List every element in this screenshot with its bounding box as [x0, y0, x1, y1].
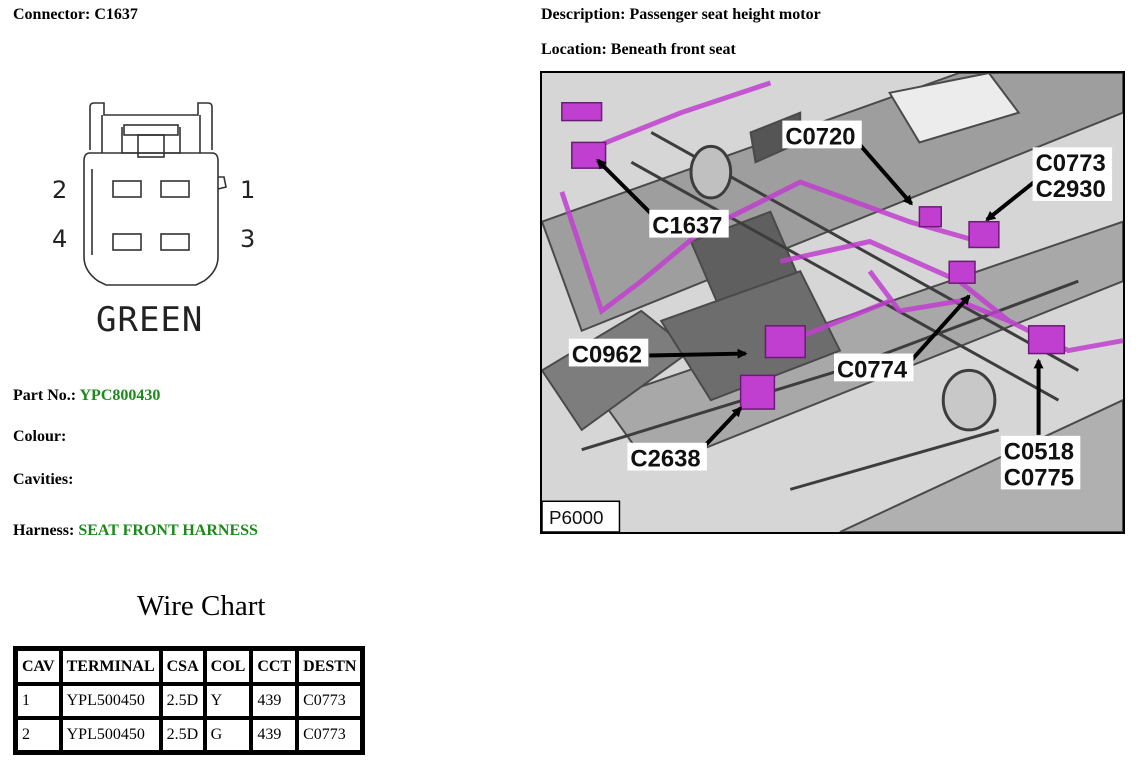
connector-label: Connector:	[13, 6, 91, 23]
header-csa: CSA	[160, 649, 205, 684]
header-destn: DESTN	[297, 649, 363, 684]
connector-value: C1637	[94, 6, 138, 23]
part-no-label: Part No.:	[13, 387, 77, 404]
colour-field: Colour:	[13, 428, 66, 446]
location-value: Beneath front seat	[610, 41, 736, 58]
colour-label: Colour:	[13, 428, 67, 445]
cell-destn: C0773	[297, 684, 363, 718]
callout-c1637: C1637	[652, 213, 722, 240]
part-no-value: YPC800430	[79, 387, 161, 404]
cell-cav: 1	[16, 684, 61, 718]
cavities-label: Cavities:	[13, 471, 74, 488]
seat-frame-drawing: C0720 C0773 C2930 C1637 C0962 C0774 C263…	[542, 73, 1123, 532]
location-label: Location:	[541, 41, 607, 58]
description-label: Description:	[541, 6, 626, 23]
callout-c0775: C0775	[1004, 464, 1074, 491]
harness-label: Harness:	[13, 522, 75, 539]
wire-chart-table: CAV TERMINAL CSA COL CCT DESTN 1 YPL5004…	[13, 646, 366, 755]
wire-chart-header-row: CAV TERMINAL CSA COL CCT DESTN	[16, 649, 363, 684]
description-value: Passenger seat height motor	[629, 6, 821, 23]
description-field: Description: Passenger seat height motor	[541, 6, 821, 24]
cell-csa: 2.5D	[160, 718, 205, 752]
cell-csa: 2.5D	[160, 684, 205, 718]
table-row: 1 YPL500450 2.5D Y 439 C0773	[16, 684, 363, 718]
callout-c0518: C0518	[1004, 439, 1074, 466]
cell-col: Y	[204, 684, 252, 718]
figure-id: P6000	[549, 507, 604, 528]
wire-chart-title: Wire Chart	[137, 590, 266, 622]
callout-c0720: C0720	[785, 123, 855, 150]
pin-4-label: 4	[52, 225, 67, 253]
cell-terminal: YPL500450	[60, 684, 161, 718]
pin-1-label: 1	[240, 176, 255, 204]
header-cct: CCT	[251, 649, 298, 684]
connector-drawing: 2 1 4 3 GREEN	[52, 102, 255, 340]
header-col: COL	[204, 649, 252, 684]
callout-c0773: C0773	[1036, 150, 1106, 177]
header-cav: CAV	[16, 649, 61, 684]
part-no-field: Part No.: YPC800430	[13, 387, 160, 405]
cell-cav: 2	[16, 718, 61, 752]
cell-col: G	[204, 718, 252, 752]
callout-c2930: C2930	[1036, 176, 1106, 203]
cell-terminal: YPL500450	[60, 718, 161, 752]
harness-field: Harness: SEAT FRONT HARNESS	[13, 522, 258, 540]
table-row: 2 YPL500450 2.5D G 439 C0773	[16, 718, 363, 752]
pin-3-label: 3	[240, 225, 255, 253]
harness-value: SEAT FRONT HARNESS	[78, 522, 258, 539]
pin-2-label: 2	[52, 176, 67, 204]
cell-destn: C0773	[297, 718, 363, 752]
cavities-field: Cavities:	[13, 471, 73, 489]
connector-field: Connector: C1637	[13, 6, 138, 24]
callout-c0774: C0774	[837, 356, 908, 383]
callout-c2638: C2638	[630, 446, 700, 473]
cell-cct: 439	[251, 718, 298, 752]
location-illustration: C0720 C0773 C2930 C1637 C0962 C0774 C263…	[540, 71, 1125, 534]
header-terminal: TERMINAL	[60, 649, 161, 684]
connector-face-diagram: 2 1 4 3 GREEN	[40, 95, 300, 345]
connector-colour-label: GREEN	[96, 300, 203, 340]
cell-cct: 439	[251, 684, 298, 718]
location-field: Location: Beneath front seat	[541, 41, 736, 59]
callout-c0962: C0962	[572, 341, 642, 368]
